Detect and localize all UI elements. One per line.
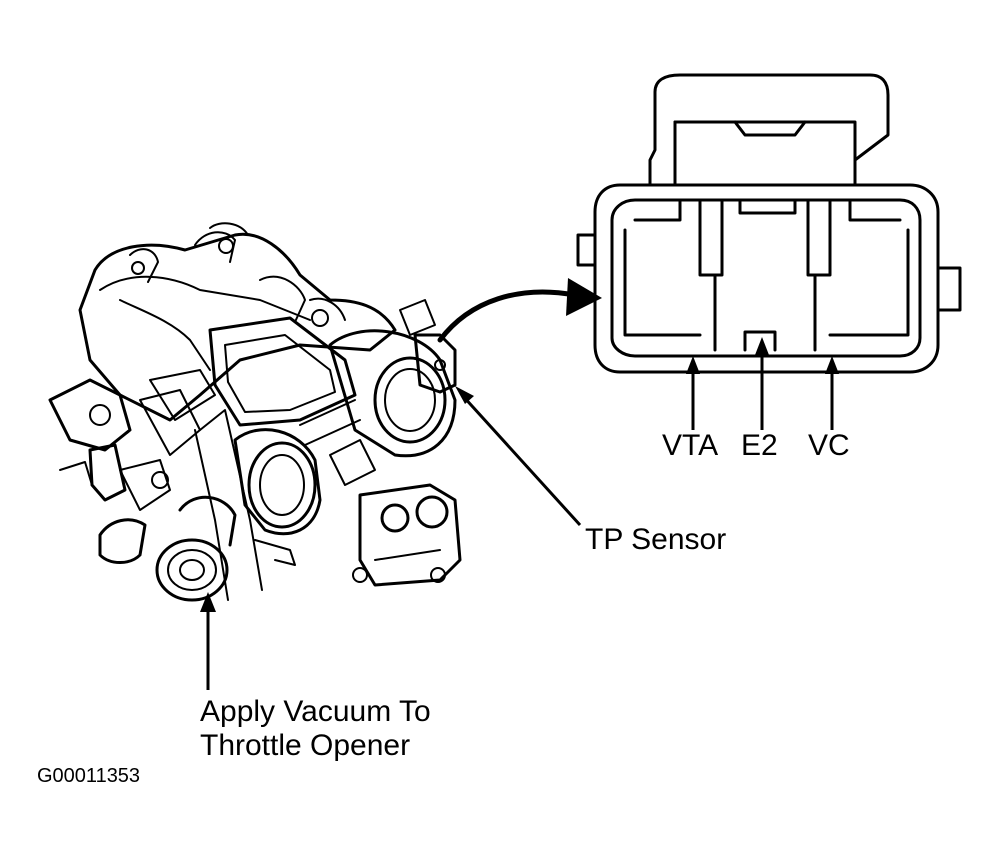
apply-vacuum-label-line1: Apply Vacuum To [200,695,431,728]
throttle-opener-leader [200,592,216,690]
curved-pointer-arrow [437,278,602,343]
intake-manifold [78,222,397,422]
connector-detail [576,73,962,430]
pin-label-vc: VC [808,429,850,462]
tp-sensor-leader [455,386,582,527]
tp-sensor-body [399,299,457,394]
bracket-plate [149,316,357,427]
apply-vacuum-label-line2: Throttle Opener [200,729,411,762]
pin-label-vta: VTA [662,429,719,462]
figure-code: G00011353 [37,765,141,787]
left-components [48,378,201,564]
isc-valve [329,439,462,587]
tp-sensor-label: TP Sensor [585,523,727,556]
pin-label-e2: E2 [741,429,778,462]
throttle-bores [233,329,457,536]
throttle-opener [155,409,296,602]
